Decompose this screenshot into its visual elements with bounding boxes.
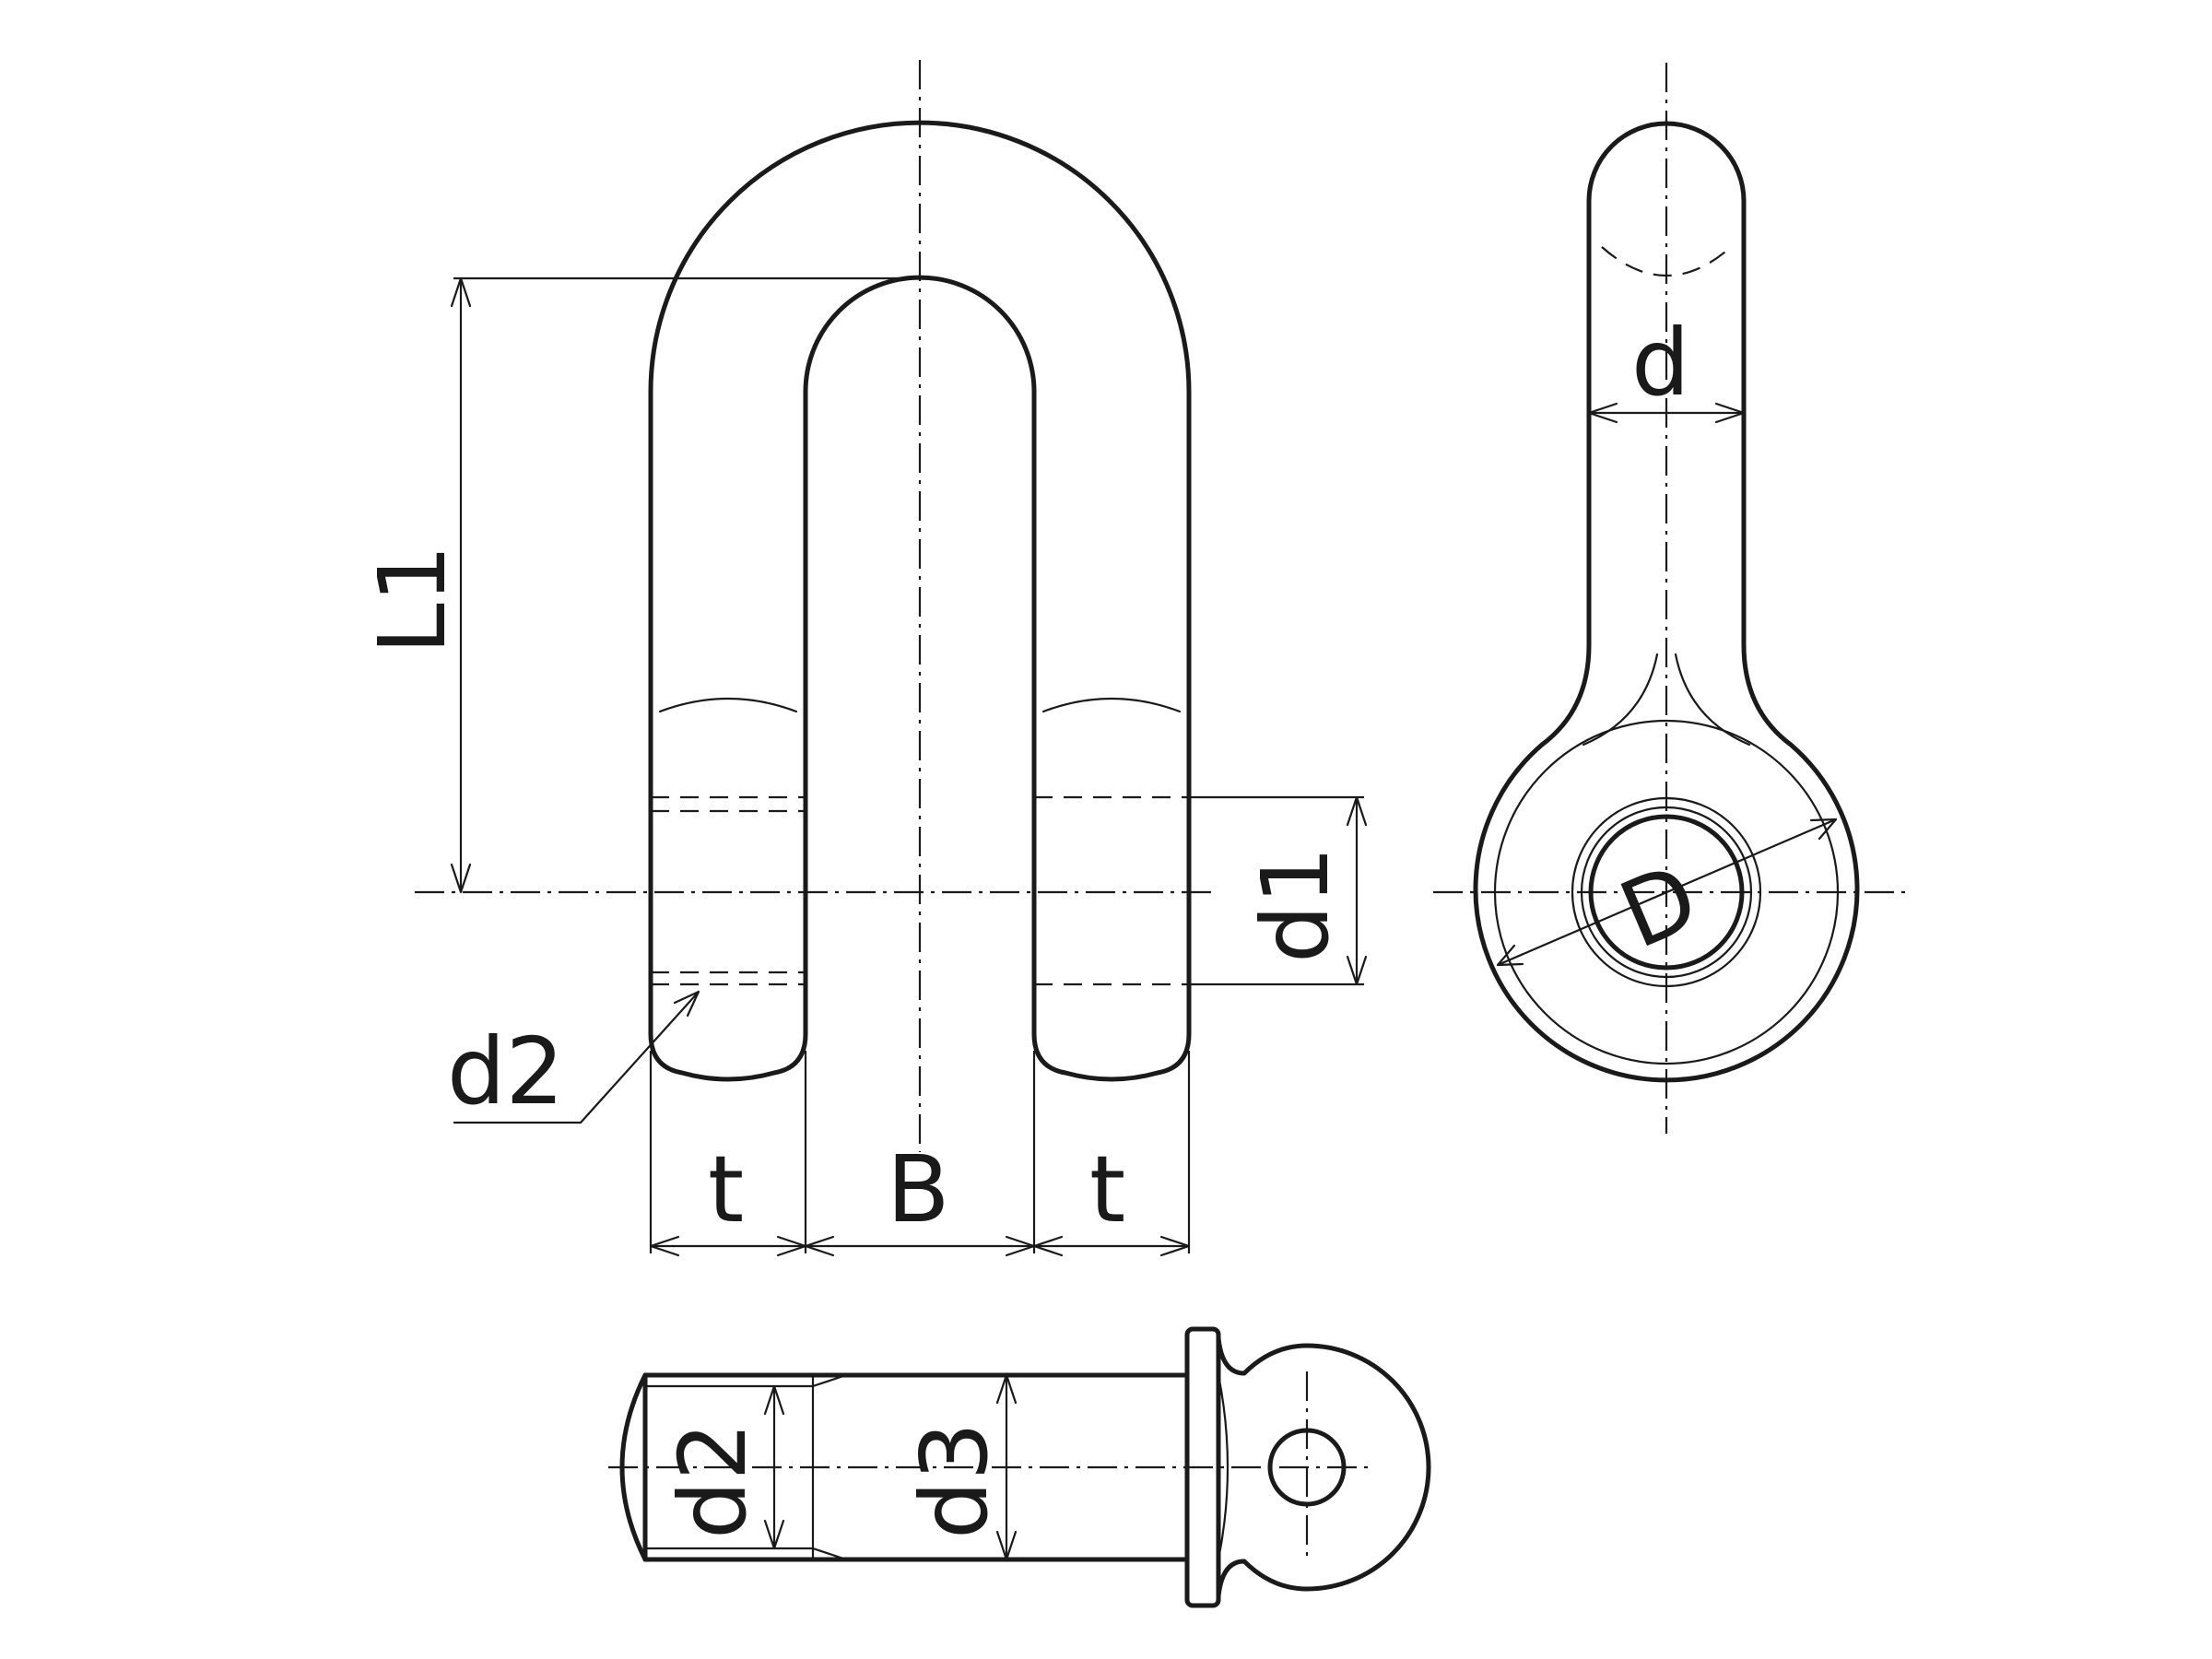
b-arrow-l bbox=[804, 1235, 835, 1257]
d2-pin-arrow-top bbox=[763, 1384, 785, 1416]
d-label: d bbox=[1631, 309, 1689, 417]
d2-leader-line bbox=[453, 991, 700, 1124]
right-pin-head-arc bbox=[1041, 697, 1182, 713]
d2-leader-arrow bbox=[673, 990, 700, 1018]
d2-pin-label: d2 bbox=[659, 1422, 767, 1539]
l1-label: L1 bbox=[359, 545, 466, 654]
thread-chamfer-bottom bbox=[811, 1547, 848, 1561]
pin-hole-circle bbox=[1588, 814, 1745, 971]
d3-label: d3 bbox=[900, 1422, 1008, 1539]
d3-arrow-bottom bbox=[995, 1530, 1018, 1561]
big-d-arrow-1 bbox=[1496, 944, 1524, 967]
t-left-label: t bbox=[708, 1135, 744, 1243]
t-left-arrow-l bbox=[649, 1235, 680, 1257]
d-arrow-r bbox=[1714, 402, 1746, 424]
big-d-arrow-2 bbox=[1809, 818, 1838, 841]
pin-view: d2 d3 bbox=[608, 1326, 1431, 1608]
side-outer-profile bbox=[1473, 121, 1860, 1083]
pin-outer-circle-1 bbox=[1571, 796, 1762, 988]
d2-pin-arrow-bottom bbox=[763, 1519, 785, 1550]
left-leg-foot bbox=[648, 1031, 808, 1082]
hidden-top-arc bbox=[1601, 246, 1732, 277]
d-arrow-l bbox=[1587, 402, 1618, 424]
collar-curve bbox=[1217, 1373, 1230, 1561]
pin-collar bbox=[1184, 1326, 1221, 1608]
b-label: B bbox=[887, 1135, 950, 1243]
l1-arrow-bottom bbox=[450, 863, 472, 894]
d1-label: d1 bbox=[1241, 846, 1349, 963]
front-view: L1 d1 d2 t B t bbox=[359, 60, 1368, 1257]
l1-arrow-top bbox=[450, 276, 472, 308]
big-d-dimension-line bbox=[1497, 818, 1837, 967]
d2-label: d2 bbox=[447, 1018, 564, 1125]
d3-arrow-top bbox=[995, 1373, 1018, 1405]
shackle-outer-bow bbox=[648, 120, 1192, 1037]
d1-arrow-top bbox=[1346, 795, 1368, 827]
t-right-arrow-l bbox=[1032, 1235, 1064, 1257]
d1-arrow-bottom bbox=[1346, 955, 1368, 986]
thread-chamfer-top bbox=[811, 1373, 848, 1388]
left-shoulder-arc bbox=[1582, 653, 1659, 747]
right-shoulder-arc bbox=[1674, 653, 1751, 747]
t-right-label: t bbox=[1089, 1135, 1125, 1243]
eye-inner-ring bbox=[1493, 719, 1840, 1065]
side-view: d D bbox=[1433, 63, 1912, 1134]
right-leg-foot bbox=[1031, 1031, 1192, 1082]
pin-eye-hole bbox=[1267, 1428, 1347, 1507]
pin-eye-outline bbox=[1216, 1335, 1431, 1599]
left-pin-head-arc bbox=[658, 697, 798, 713]
t-right-arrow-r bbox=[1159, 1235, 1191, 1257]
pin-domed-end bbox=[619, 1372, 648, 1562]
pin-outer-circle-2 bbox=[1580, 806, 1753, 979]
